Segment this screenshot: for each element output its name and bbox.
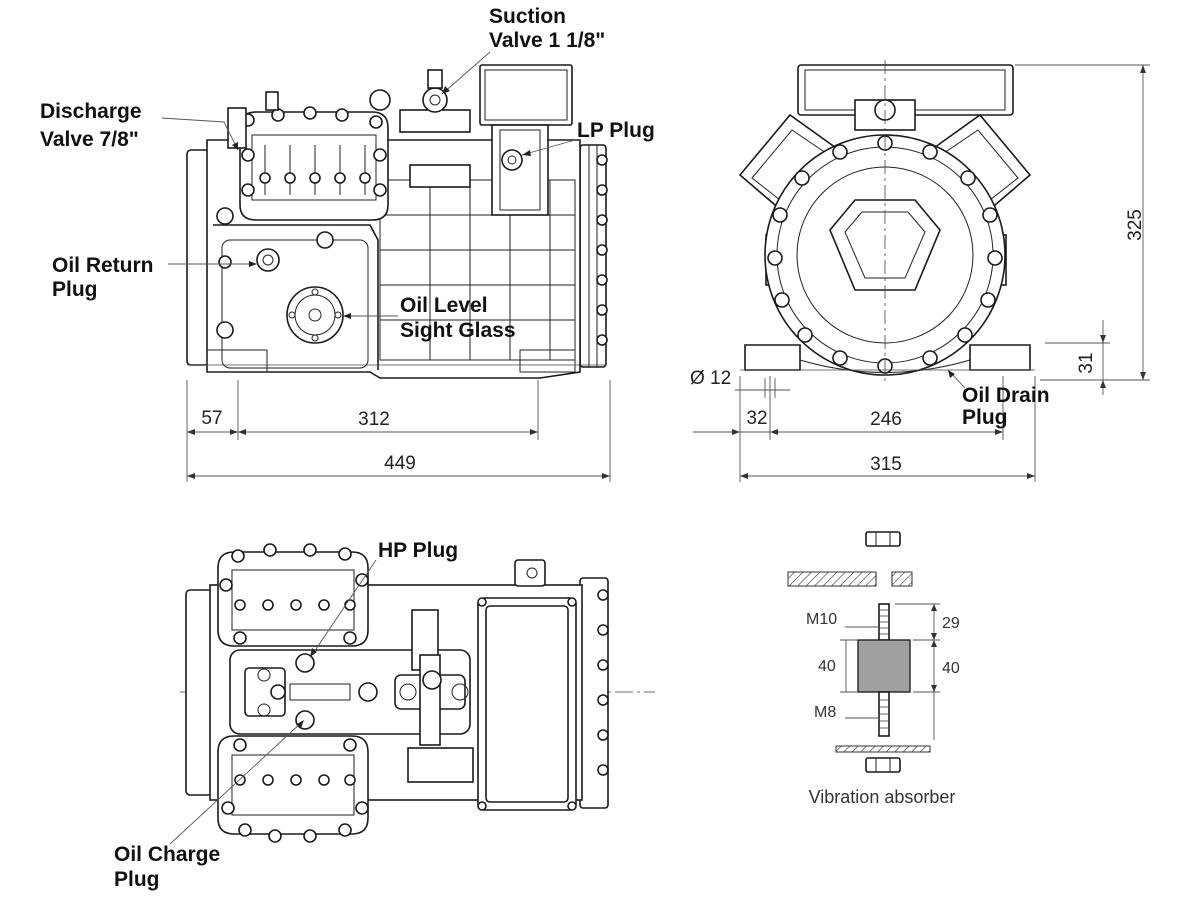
label-oil-charge-line2: Plug [114,868,160,891]
label-oil-drain-line2: Plug [962,406,1008,429]
dim-315: 315 [870,454,902,475]
rubber-element [857,639,911,693]
vib-dim-m10: M10 [806,611,837,628]
side-view [186,64,608,379]
top-view [180,543,655,843]
vibration-absorber-caption: Vibration absorber [809,787,956,807]
front-view-dimensions: Ø 12 32 246 315 325 31 [690,64,1150,482]
label-oil-level-line1: Oil Level [400,294,488,317]
top-view-labels: HP Plug Oil Charge Plug [114,539,458,891]
dim-312: 312 [358,409,390,430]
dim-31: 31 [1076,352,1097,373]
label-suction-line1: Suction [489,5,566,28]
label-hp-plug: HP Plug [378,539,458,562]
label-oil-return-line1: Oil Return [52,254,154,277]
vibration-absorber: M10 29 40 40 M8 Vibration absorber [787,531,960,807]
label-discharge-line1: Discharge [40,100,142,123]
label-suction-line2: Valve 1 1/8" [489,29,605,52]
front-view-labels: Oil Drain Plug [948,370,1050,429]
label-oil-level-line2: Sight Glass [400,319,516,342]
vib-dim-40-right: 40 [942,660,960,677]
front-view [738,60,1035,385]
dim-57: 57 [201,408,222,429]
vib-dim-29: 29 [942,615,960,632]
label-oil-drain-line1: Oil Drain [962,384,1050,407]
label-oil-charge-line1: Oil Charge [114,843,220,866]
vib-dim-40-left: 40 [818,658,836,675]
side-view-dimensions: 57 312 449 [186,380,611,482]
label-oil-return-line2: Plug [52,278,98,301]
label-lp-plug: LP Plug [577,119,655,142]
dim-246: 246 [870,409,902,430]
side-view-labels: Suction Valve 1 1/8" Discharge Valve 7/8… [40,5,655,342]
dim-325: 325 [1125,209,1146,241]
dim-449: 449 [384,453,416,474]
dim-32: 32 [746,408,767,429]
dim-diameter-12: Ø 12 [690,368,731,389]
label-discharge-line2: Valve 7/8" [40,128,139,151]
vib-dim-m8: M8 [814,704,836,721]
